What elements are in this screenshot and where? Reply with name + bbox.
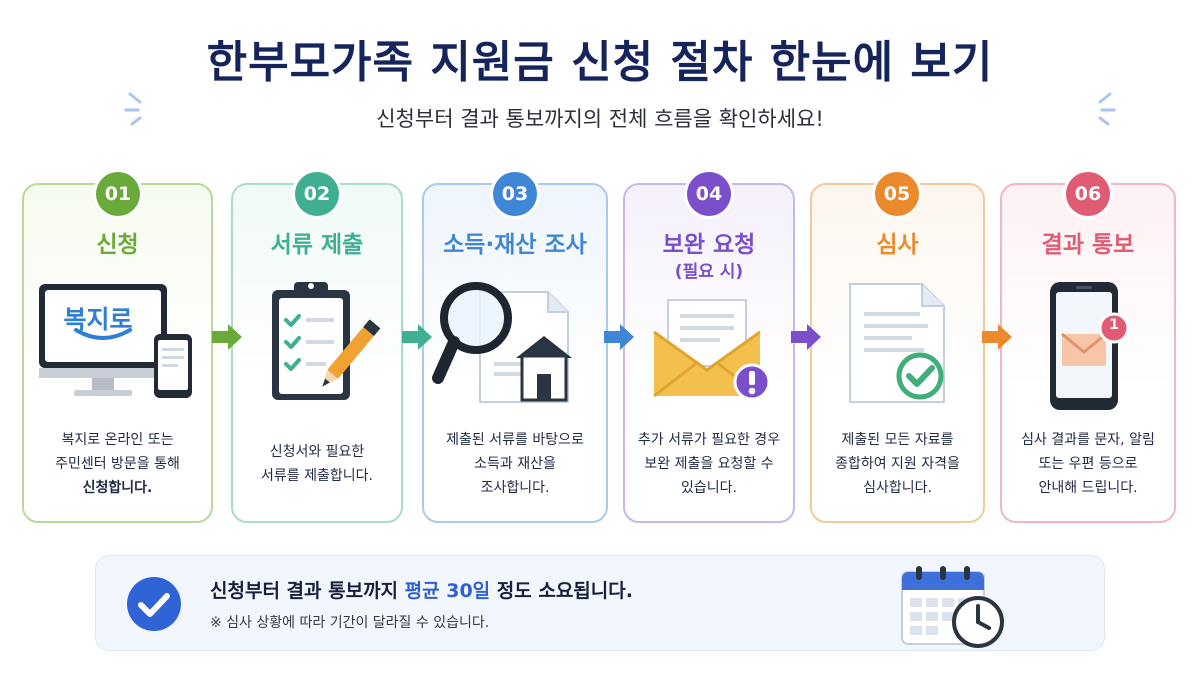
step-badge-1: 01 — [96, 172, 140, 216]
step-title-2: 서류 제출 — [270, 232, 364, 258]
notification-count: 1 — [1109, 317, 1119, 333]
duration-highlight: 평균 30일 — [404, 580, 491, 602]
arrow-right-icon — [791, 324, 821, 350]
arrow-right-icon — [212, 324, 242, 350]
message-envelope-icon — [1061, 332, 1107, 366]
mobile-phone-icon — [154, 334, 192, 398]
clipboard-icon — [272, 282, 381, 400]
page-title: 한부모가족 지원금 신청 절차 한눈에 보기 — [206, 37, 994, 88]
magnifying-glass-icon — [432, 282, 512, 384]
notification-badge — [1098, 312, 1130, 344]
step-badge-2: 02 — [295, 172, 339, 216]
magnifier-document-icon — [432, 282, 572, 403]
step-badge-3: 03 — [493, 172, 537, 216]
bokjiro-logo: 복지로 — [63, 305, 133, 334]
step-title-5: 심사 — [876, 232, 919, 258]
step-title-1: 신청 — [96, 232, 139, 258]
check-circle-icon — [896, 352, 944, 400]
envelope-icon — [653, 299, 771, 401]
step-badge-6: 06 — [1066, 172, 1110, 216]
step-title-6: 결과 통보 — [1041, 232, 1135, 258]
document-approved-icon — [849, 283, 945, 403]
step-title-3: 소득·재산 조사 — [443, 232, 587, 258]
step-badge-4: 04 — [687, 172, 731, 216]
arrow-right-icon — [402, 324, 432, 350]
clock-icon — [952, 596, 1004, 648]
smartphone-icon — [1050, 282, 1130, 410]
duration-summary: 신청부터 결과 통보까지 평균 30일 정도 소요됩니다. — [210, 580, 633, 602]
duration-note: ※ 심사 상황에 따라 기간이 달라질 수 있습니다. — [210, 615, 490, 631]
exclamation-alert-icon — [733, 363, 771, 401]
arrow-right-icon — [982, 324, 1012, 350]
pencil-icon — [322, 319, 381, 387]
step-badge-5: 05 — [875, 172, 919, 216]
check-circle-icon — [127, 577, 181, 631]
calendar-clock-icon — [901, 566, 1004, 648]
sparkle-right-decoration — [1098, 92, 1116, 126]
sparkle-left-decoration — [124, 92, 142, 126]
page-subtitle: 신청부터 결과 통보까지의 전체 흐름을 확인하세요! — [376, 107, 824, 131]
checkmark-icon — [284, 314, 301, 371]
arrow-right-icon — [604, 324, 634, 350]
step-note-4: (필요 시) — [674, 262, 744, 282]
house-icon — [516, 336, 572, 402]
computer-monitor-icon — [39, 284, 192, 398]
step-title-4: 보완 요청 — [662, 232, 756, 258]
